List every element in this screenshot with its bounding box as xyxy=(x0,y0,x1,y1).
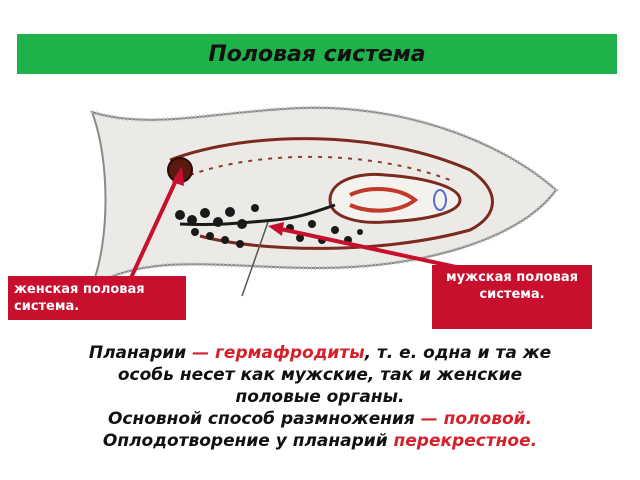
male-system-label: мужская половая система. xyxy=(432,265,592,329)
female-pointer xyxy=(128,175,180,281)
page-title: Половая система xyxy=(208,41,426,67)
female-system-label: женская половая система. xyxy=(8,276,186,320)
genital-pore-stalk xyxy=(241,221,269,297)
text-line-3: половые органы. xyxy=(235,387,405,407)
intestine-inner xyxy=(189,155,451,181)
text-line-5-part-b: перекрестное. xyxy=(393,431,538,451)
text-line-1-part-a: Планарии xyxy=(88,343,193,363)
text-line-4-part-b: — половой. xyxy=(420,409,533,429)
pharynx-tube xyxy=(349,187,419,213)
text-line-5-part-a: Оплодотворение у планарий xyxy=(102,431,394,451)
male-pointer-head xyxy=(268,222,284,236)
text-line-1-part-c: , т. е. одна и та же xyxy=(364,343,552,363)
text-line-4-part-a: Основной способ размножения xyxy=(107,409,421,429)
text-line-4: Основной способ размножения — половой. xyxy=(0,408,640,430)
text-line-5: Оплодотворение у планарий перекрестное. xyxy=(0,430,640,452)
text-line-1: Планарии — гермафродиты, т. е. одна и та… xyxy=(0,342,640,364)
intestine xyxy=(169,137,494,250)
male-pointer xyxy=(275,226,471,272)
title-banner: Половая система xyxy=(17,34,617,74)
female-pointer-head xyxy=(172,166,184,186)
planarian-body xyxy=(90,106,558,289)
pharynx-tip xyxy=(433,189,447,211)
text-line-2: особь несет как мужские, так и женские xyxy=(117,365,523,385)
body-cilia xyxy=(90,105,559,288)
text-line-1-part-b: — гермафродиты xyxy=(192,343,365,363)
male-system-label-text: мужская половая система. xyxy=(446,270,578,302)
description-text: Планарии — гермафродиты, т. е. одна и та… xyxy=(0,342,640,452)
female-system-label-text: женская половая система. xyxy=(14,282,145,314)
sperm-duct xyxy=(179,203,336,227)
